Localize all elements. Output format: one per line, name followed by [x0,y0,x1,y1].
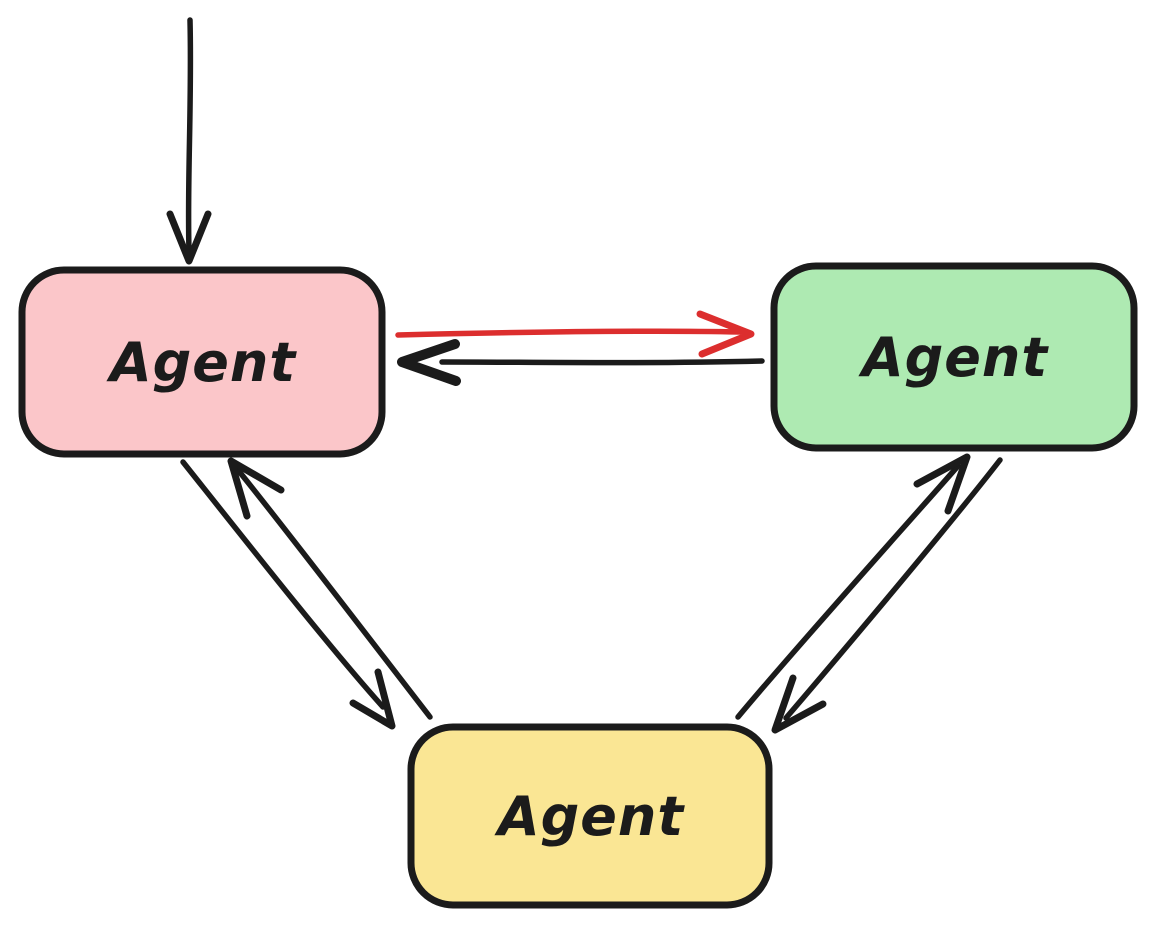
node-agent-green: Agent [770,262,1138,452]
edge-yellow-to-green-arrowhead-icon [913,453,971,515]
edge-yellow-to-green-line [735,463,961,720]
edge-entry-arrow [166,17,212,265]
node-agent-pink-box [18,266,386,458]
edge-green-to-yellow [771,457,1003,734]
node-agent-green-label: Agent [858,326,1050,389]
edge-yellow-to-green [735,453,971,720]
edge-green-to-yellow-line [783,457,1003,721]
edge-entry-line [185,17,194,253]
edge-pink-to-green [395,310,755,358]
edge-green-to-yellow-arrowhead-icon [771,674,827,734]
node-agent-yellow-label: Agent [494,785,686,848]
edge-pink-to-green-arrowhead-icon [696,310,755,358]
edge-green-to-pink-line [439,358,765,366]
node-agent-green-box [770,262,1138,452]
edge-pink-to-yellow [180,459,396,730]
edge-pink-to-yellow-line [180,459,386,710]
edge-yellow-to-pink-line [235,467,433,720]
node-agent-pink: Agent [18,266,386,458]
edge-yellow-to-pink-arrowhead-icon [227,457,285,520]
edge-green-to-pink [397,339,765,386]
edge-yellow-to-pink [227,457,433,720]
edge-green-to-pink-arrowhead-icon [397,339,461,386]
edge-pink-to-green-line [395,328,743,338]
node-agent-pink-label: Agent [106,331,298,394]
edge-pink-to-yellow-arrowhead-icon [349,668,396,730]
edge-entry-arrowhead-icon [166,210,212,265]
node-agent-yellow-box [407,723,773,909]
node-agent-yellow: Agent [407,723,773,909]
